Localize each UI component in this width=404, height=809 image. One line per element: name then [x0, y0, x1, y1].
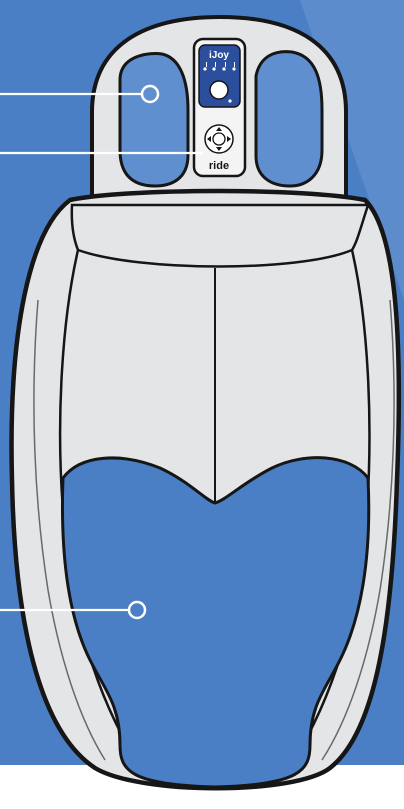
- seat-cushion: [9, 188, 402, 791]
- selector-dial: [209, 80, 229, 100]
- handheld-controller: iJoy ride: [192, 37, 247, 178]
- headrest-left-opening: [118, 52, 190, 188]
- ride-logo: ride: [209, 160, 229, 172]
- callouts: [0, 84, 203, 620]
- cushion-right-outer-seam: [321, 299, 395, 761]
- callout-dot-icon: [140, 84, 160, 104]
- ijoy-logo: iJoy: [209, 50, 229, 61]
- controller-indicator-lights: [203, 62, 236, 71]
- seat-massage-pad: [61, 456, 371, 789]
- selector-dot-icon: [228, 99, 232, 103]
- navigation-dpad: [207, 127, 231, 151]
- cushion-left-outer-seam: [33, 299, 106, 761]
- cushion-back-panel: [70, 203, 370, 268]
- navigation-dpad-center: [212, 132, 226, 146]
- headrest-right-opening: [254, 50, 324, 188]
- callout-dot-icon: [127, 600, 147, 620]
